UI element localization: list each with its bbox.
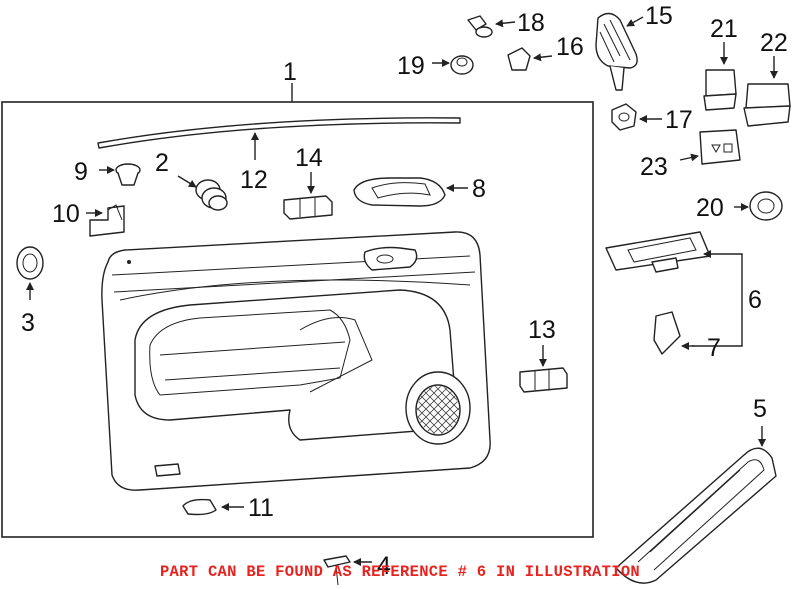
callout-15: 15 bbox=[645, 2, 673, 30]
callout-9: 9 bbox=[74, 158, 88, 186]
callout-13: 13 bbox=[528, 316, 556, 344]
bracket-10 bbox=[86, 204, 125, 237]
bracket-7 bbox=[653, 311, 694, 355]
grommet-3 bbox=[16, 246, 44, 300]
nut-17 bbox=[611, 103, 662, 131]
callout-14: 14 bbox=[295, 144, 323, 172]
callout-17: 17 bbox=[665, 106, 693, 134]
door-panel-assembly-frame bbox=[1, 83, 594, 538]
callout-3: 3 bbox=[21, 309, 35, 337]
cap-11 bbox=[182, 498, 244, 516]
callout-11: 11 bbox=[248, 494, 274, 522]
callout-18: 18 bbox=[517, 9, 545, 37]
armrest-trim-6 bbox=[605, 231, 743, 347]
callout-1: 1 bbox=[283, 58, 297, 86]
nut-19 bbox=[432, 55, 474, 75]
callout-10: 10 bbox=[52, 200, 80, 228]
inner-handle bbox=[353, 177, 468, 207]
callout-8: 8 bbox=[472, 175, 486, 203]
switch-23 bbox=[679, 129, 741, 165]
tweeter-cover-15 bbox=[595, 12, 644, 91]
screw-4 bbox=[323, 555, 372, 586]
sill-trim-5 bbox=[615, 426, 777, 584]
clip-13 bbox=[519, 345, 568, 393]
callout-12: 12 bbox=[240, 166, 268, 194]
switch-21 bbox=[703, 42, 737, 111]
switch-14 bbox=[283, 172, 333, 220]
clip-16 bbox=[507, 47, 553, 71]
socket-20 bbox=[734, 191, 783, 221]
switch-22 bbox=[743, 56, 791, 127]
callout-23: 23 bbox=[640, 153, 668, 181]
window-weatherstrip bbox=[97, 117, 461, 160]
callout-16: 16 bbox=[556, 33, 584, 61]
callout-5: 5 bbox=[753, 395, 767, 423]
clip-9 bbox=[99, 163, 141, 186]
callout-2: 2 bbox=[155, 149, 169, 177]
callout-22: 22 bbox=[760, 29, 788, 57]
callout-19: 19 bbox=[397, 52, 425, 80]
callout-20: 20 bbox=[696, 194, 724, 222]
clip-18 bbox=[467, 15, 516, 38]
grommet-2 bbox=[177, 175, 228, 211]
callout-21: 21 bbox=[710, 15, 738, 43]
callout-4: 4 bbox=[377, 552, 391, 580]
callout-7: 7 bbox=[707, 334, 721, 362]
door-trim-panel bbox=[101, 231, 491, 491]
callout-6: 6 bbox=[748, 286, 762, 314]
